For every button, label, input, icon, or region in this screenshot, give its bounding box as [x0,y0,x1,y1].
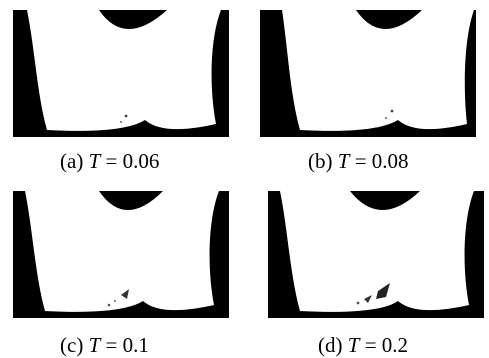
binary-mask-a [13,10,229,137]
caption-b-value: 0.08 [371,149,409,173]
caption-a-prefix: (a) [60,149,89,173]
segmentation-image-b [260,10,476,137]
segmentation-image-c [13,191,229,318]
binary-mask-c [13,191,229,318]
caption-d-variable: T [347,333,360,357]
caption-c-value: 0.1 [122,333,149,357]
segmentation-image-d [268,191,484,318]
caption-c-prefix: (c) [60,333,89,357]
caption-a-value: 0.06 [122,149,160,173]
binary-mask-d [268,191,484,318]
caption-c: (c) T = 0.1 [60,333,149,357]
caption-a-equals: = [100,149,123,173]
caption-c-variable: T [88,333,101,357]
caption-c-equals: = [100,333,123,357]
caption-d-equals: = [359,333,382,357]
caption-b-equals: = [349,149,372,173]
caption-a: (a) T = 0.06 [60,149,159,173]
caption-d-value: 0.2 [381,333,409,357]
caption-a-variable: T [88,149,101,173]
caption-d-prefix: (d) [318,333,348,357]
caption-b-prefix: (b) [308,149,338,173]
caption-b: (b) T = 0.08 [308,149,409,173]
caption-b-variable: T [337,149,350,173]
segmentation-image-a [13,10,229,137]
binary-mask-b [260,10,476,137]
caption-d: (d) T = 0.2 [318,333,408,357]
